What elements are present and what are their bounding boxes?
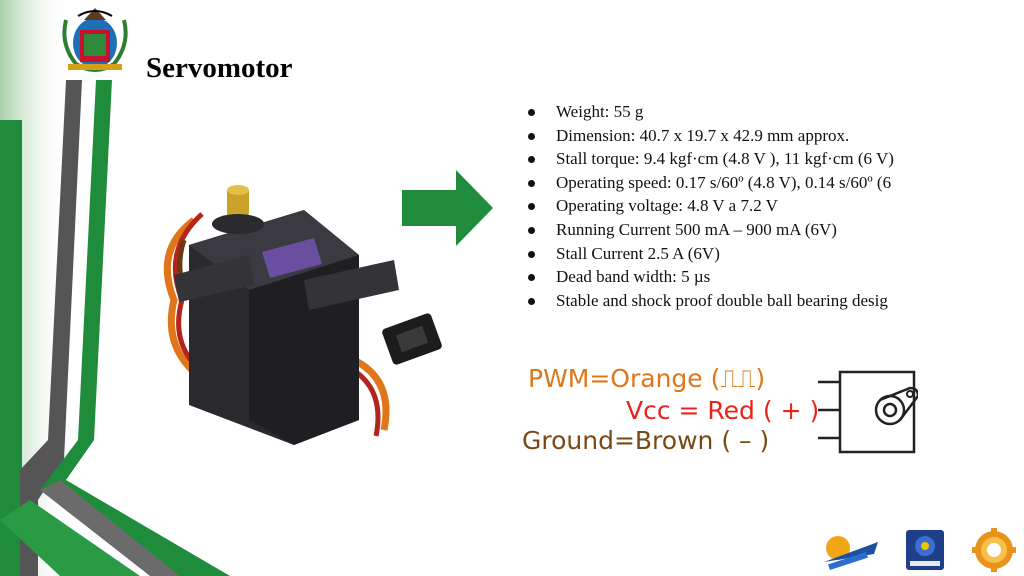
servo-schematic-icon: [818, 370, 918, 454]
spec-bearing: Stable and shock proof double ball beari…: [520, 289, 966, 313]
spec-stall-current: Stall Current 2.5 A (6V): [520, 242, 966, 266]
slide-title: Servomotor: [146, 52, 293, 84]
spec-weight: Weight: 55 g: [520, 100, 966, 124]
spec-dimension: Dimension: 40.7 x 19.7 x 42.9 mm approx.: [520, 124, 966, 148]
gear-logo: [972, 528, 1016, 572]
specifications-list: Weight: 55 g Dimension: 40.7 x 19.7 x 42…: [520, 100, 966, 314]
spec-stall-torque: Stall torque: 9.4 kgf·cm (4.8 V ), 11 kg…: [520, 147, 966, 171]
spec-dead-band: Dead band width: 5 µs: [520, 265, 966, 289]
spec-running-current: Running Current 500 mA – 900 mA (6V): [520, 218, 966, 242]
pwm-wire-label: PWM=Orange (⎍⎍): [528, 364, 766, 393]
green-arrow-icon: [402, 170, 493, 246]
club-logo: [824, 536, 878, 571]
vcc-wire-label: Vcc = Red ( + ): [626, 396, 820, 425]
spec-operating-speed: Operating speed: 0.17 s/60º (4.8 V), 0.1…: [520, 171, 966, 195]
servo-motor-photo: [163, 185, 442, 445]
spec-operating-voltage: Operating voltage: 4.8 V a 7.2 V: [520, 194, 966, 218]
mechatronics-logo: [906, 530, 944, 570]
university-crest-logo: [62, 8, 128, 72]
ground-wire-label: Ground=Brown ( – ): [522, 426, 770, 455]
